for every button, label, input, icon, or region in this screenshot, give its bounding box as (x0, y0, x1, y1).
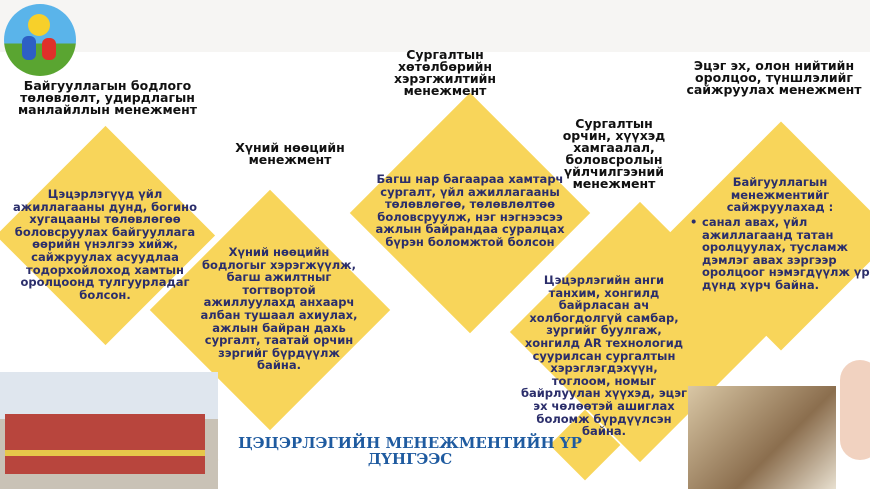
section-5-bullet: • санал авах, үйл ажиллагаанд татан орол… (690, 216, 870, 292)
section-4-body: Цэцэрлэгийн анги танхим, хонгилд байрлас… (520, 273, 688, 439)
section-1-body: Цэцэрлэгүүд үйл ажиллагааны дунд, богино… (13, 187, 197, 302)
section-5-bullet-text: санал авах, үйл ажиллагаанд татан оролцу… (702, 215, 870, 292)
bullet-icon: • (690, 215, 698, 229)
hand-photo (840, 360, 870, 460)
section-5-heading: Эцэг эх, олон нийтийн оролцоо, түншлэлий… (686, 58, 862, 97)
section-4-heading: Сургалтын орчин, хүүхэд хамгаалал, болов… (562, 116, 666, 191)
children-reading-photo (688, 386, 836, 489)
section-3-body: Багш нар багаараа хамтарч сургалт, үйл а… (375, 172, 565, 249)
kindergarten-building-photo (0, 372, 218, 489)
section-5-intro: Байгууллагын менежментийг сайжруулахад : (726, 175, 834, 215)
section-2-heading: Хүний нөөцийн менежмент (235, 140, 345, 167)
top-band (0, 0, 870, 52)
section-1-heading: Байгууллагын бодлого төлөвлөлт, удирдлаг… (17, 78, 198, 117)
kindergarten-logo (4, 4, 76, 76)
section-2-body: Хүний нөөцийн бодлогыг хэрэгжүүлж, багш … (200, 245, 358, 373)
section-3-heading: Сургалтын хөтөлбөрийн хэрэгжилтийн менеж… (393, 47, 497, 98)
footer-title: ЦЭЦЭРЛЭГИЙН МЕНЕЖМЕНТИЙН ҮР ДҮНГЭЭС (238, 434, 582, 468)
